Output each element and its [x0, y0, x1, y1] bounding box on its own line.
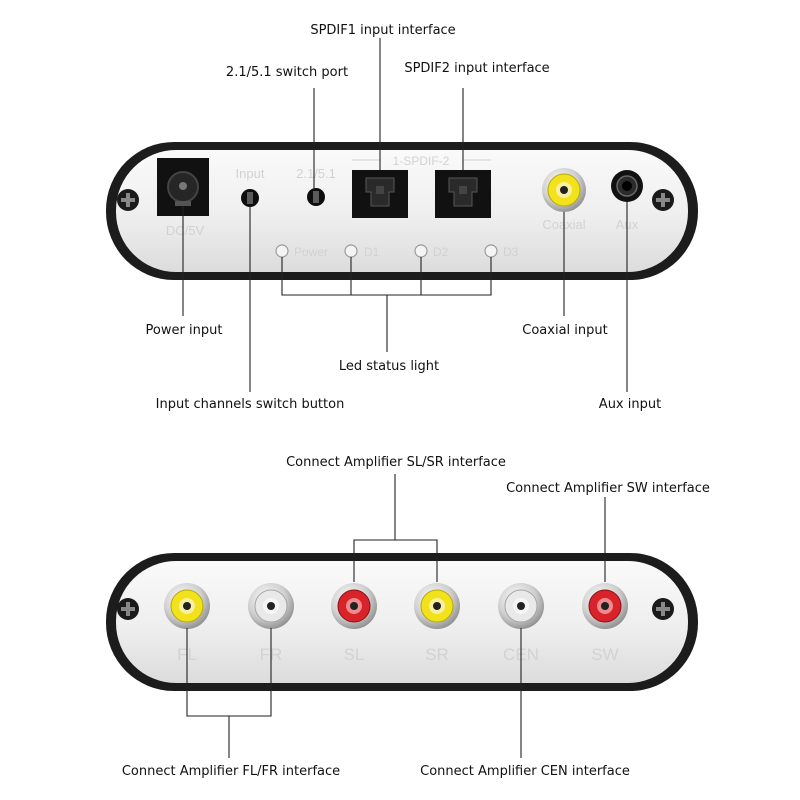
- screw-icon: [652, 189, 674, 211]
- coaxial-port[interactable]: [542, 168, 586, 212]
- top-panel: DC/5V Input 2.1/5.1 1-SPDIF-2: [106, 142, 698, 280]
- switch-label: 2.1/5.1: [296, 166, 336, 181]
- rca-sr-port[interactable]: [414, 583, 460, 629]
- bottom-leader-lines: [186, 474, 606, 758]
- screw-icon: [117, 189, 139, 211]
- rca-sw-port[interactable]: [582, 583, 628, 629]
- callout-coaxial-input: Coaxial input: [522, 323, 607, 338]
- rca-sl-port[interactable]: [331, 583, 377, 629]
- input-label: Input: [236, 166, 265, 181]
- rca-fl-port[interactable]: [164, 583, 210, 629]
- callout-sw: Connect Amplifier SW interface: [506, 481, 710, 496]
- led-d1: [344, 244, 358, 258]
- bottom-panel: FL FR SL SR CEN SW: [106, 553, 698, 691]
- callout-slsr: Connect Amplifier SL/SR interface: [286, 455, 506, 470]
- sl-label: SL: [344, 645, 365, 664]
- callout-flfr: Connect Amplifier FL/FR interface: [122, 764, 340, 779]
- rca-cen-port[interactable]: [498, 583, 544, 629]
- callout-cen: Connect Amplifier CEN interface: [420, 764, 630, 779]
- spdif2-port[interactable]: [435, 170, 491, 218]
- screw-icon: [117, 598, 139, 620]
- input-switch-button[interactable]: [241, 189, 259, 207]
- sr-label: SR: [425, 645, 449, 664]
- led-power-label: Power: [294, 245, 328, 259]
- callout-spdif1: SPDIF1 input interface: [310, 23, 455, 38]
- led-d1-label: D1: [364, 245, 380, 259]
- callout-input-switch: Input channels switch button: [156, 397, 345, 412]
- callout-aux-input: Aux input: [599, 397, 661, 412]
- callout-led-status: Led status light: [339, 359, 439, 374]
- switch-port[interactable]: [307, 188, 325, 206]
- led-power: [275, 244, 289, 258]
- led-d2-label: D2: [433, 245, 449, 259]
- led-d2: [414, 244, 428, 258]
- spdif-label: 1-SPDIF-2: [393, 154, 450, 168]
- callout-spdif2: SPDIF2 input interface: [404, 61, 549, 76]
- top-leader-lines: [182, 38, 628, 392]
- spdif1-port[interactable]: [352, 170, 408, 218]
- led-d3-label: D3: [503, 245, 519, 259]
- dc-label: DC/5V: [166, 223, 205, 238]
- rca-fr-port[interactable]: [248, 583, 294, 629]
- led-d3: [484, 244, 498, 258]
- sw-label: SW: [591, 645, 618, 664]
- callout-power-input: Power input: [146, 323, 223, 338]
- aux-port[interactable]: [611, 170, 643, 202]
- callout-switch-port: 2.1/5.1 switch port: [226, 65, 348, 80]
- screw-icon: [652, 598, 674, 620]
